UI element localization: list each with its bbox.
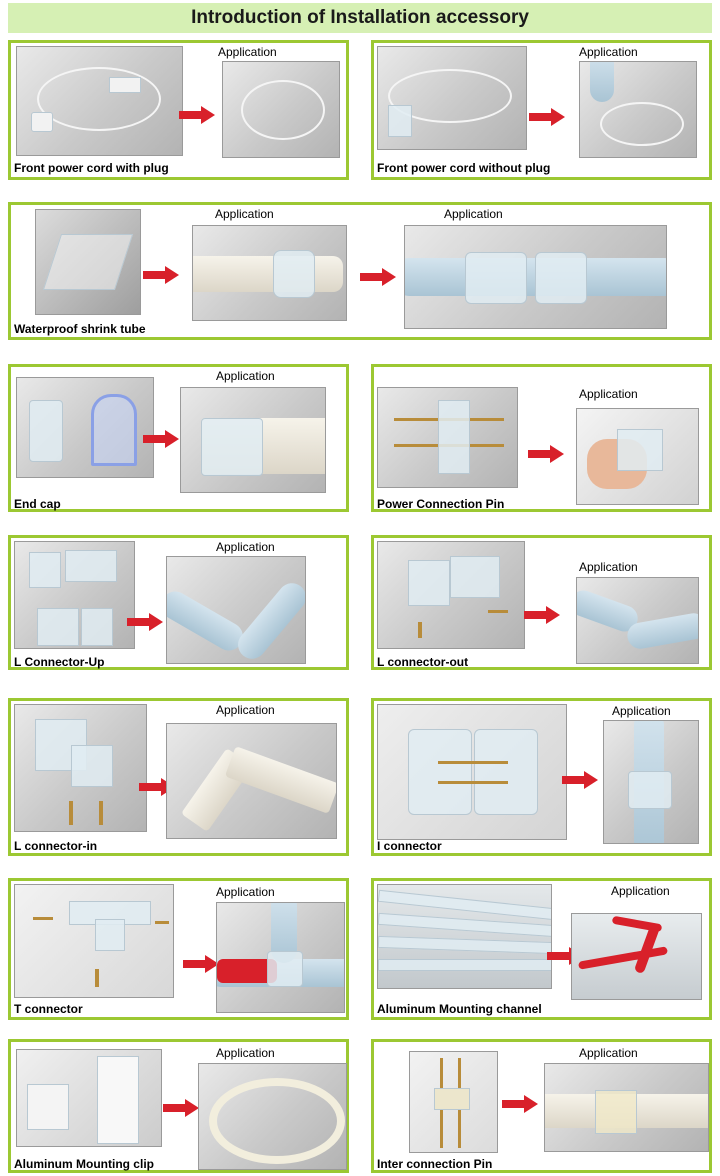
- panel-l-connector-in: Application L connector-in: [8, 698, 349, 856]
- arrow-icon: [143, 430, 179, 448]
- arrow-icon: [524, 606, 560, 624]
- application-photo: [571, 913, 702, 1000]
- panel-t-connector: Application T connector: [8, 878, 349, 1020]
- application-label: Application: [216, 540, 275, 554]
- panel-label: L connector-out: [377, 655, 469, 669]
- application-label: Application: [579, 560, 638, 574]
- product-photo: [377, 46, 527, 150]
- panel-i-connector: Application I connector: [371, 698, 712, 856]
- application-label: Application: [215, 207, 274, 221]
- product-photo: [14, 704, 147, 832]
- application-photo: [216, 902, 345, 1013]
- panel-end-cap: Application End cap: [8, 364, 349, 512]
- panel-label: Inter connection Pin: [377, 1157, 493, 1171]
- product-photo: [377, 541, 525, 649]
- panel-label: Aluminum Mounting clip: [14, 1157, 154, 1171]
- application-photo: [192, 225, 347, 321]
- application-photo: [166, 556, 306, 664]
- application-label: Application: [579, 45, 638, 59]
- application-photo: [579, 61, 697, 158]
- panel-label: I connector: [377, 839, 442, 853]
- panel-label: Front power cord without plug: [377, 161, 551, 175]
- application-photo: [222, 61, 340, 158]
- application-label: Application: [612, 704, 671, 718]
- panel-label: L Connector-Up: [14, 655, 105, 669]
- panel-waterproof-shrink-tube: Application Application Waterproof shrin…: [8, 202, 712, 340]
- product-photo: [16, 1049, 162, 1147]
- panel-label: Front power cord with plug: [14, 161, 169, 175]
- arrow-icon: [163, 1099, 199, 1117]
- application-label: Application: [444, 207, 503, 221]
- panel-power-connection-pin: Application Power Connection Pin: [371, 364, 712, 512]
- application-label: Application: [218, 45, 277, 59]
- arrow-icon: [143, 266, 179, 284]
- application-label: Application: [216, 885, 275, 899]
- application-photo: [166, 723, 337, 839]
- panel-aluminum-mounting-channel: Application Aluminum Mounting channel: [371, 878, 712, 1020]
- arrow-icon: [179, 106, 215, 124]
- application-label: Application: [216, 369, 275, 383]
- application-photo: [576, 408, 699, 505]
- panel-front-power-cord-with-plug: Application Front power cord with plug: [8, 40, 349, 180]
- arrow-icon: [360, 268, 396, 286]
- panel-label: Aluminum Mounting channel: [377, 1002, 542, 1016]
- arrow-icon: [529, 108, 565, 126]
- product-photo: [377, 704, 567, 840]
- application-photo: [198, 1063, 347, 1170]
- panel-inter-connection-pin: Application Inter connection Pin: [371, 1039, 712, 1173]
- application-label: Application: [579, 387, 638, 401]
- application-label: Application: [579, 1046, 638, 1060]
- application-photo: [544, 1063, 709, 1152]
- product-photo: [377, 387, 518, 488]
- application-label: Application: [611, 884, 670, 898]
- product-photo: [14, 884, 174, 998]
- application-photo: [404, 225, 667, 329]
- panel-l-connector-out: Application L connector-out: [371, 535, 712, 670]
- product-photo: [377, 884, 552, 989]
- arrow-icon: [183, 955, 219, 973]
- application-label: Application: [216, 703, 275, 717]
- arrow-icon: [528, 445, 564, 463]
- product-photo: [409, 1051, 498, 1153]
- panel-aluminum-mounting-clip: Application Aluminum Mounting clip: [8, 1039, 349, 1173]
- arrow-icon: [562, 771, 598, 789]
- panel-label: End cap: [14, 497, 61, 511]
- application-label: Application: [216, 1046, 275, 1060]
- product-photo: [35, 209, 141, 315]
- product-photo: [16, 377, 154, 478]
- product-photo: [14, 541, 135, 649]
- panel-label: L connector-in: [14, 839, 98, 853]
- application-photo: [180, 387, 326, 493]
- panel-label: Waterproof shrink tube: [14, 322, 146, 336]
- panel-front-power-cord-without-plug: Application Front power cord without plu…: [371, 40, 712, 180]
- panel-label: Power Connection Pin: [377, 497, 505, 511]
- application-photo: [603, 720, 699, 844]
- arrow-icon: [127, 613, 163, 631]
- arrow-icon: [502, 1095, 538, 1113]
- application-photo: [576, 577, 699, 664]
- panel-l-connector-up: Application L Connector-Up: [8, 535, 349, 670]
- panel-label: T connector: [14, 1002, 83, 1016]
- product-photo: [16, 46, 183, 156]
- page-title: Introduction of Installation accessory: [8, 3, 712, 33]
